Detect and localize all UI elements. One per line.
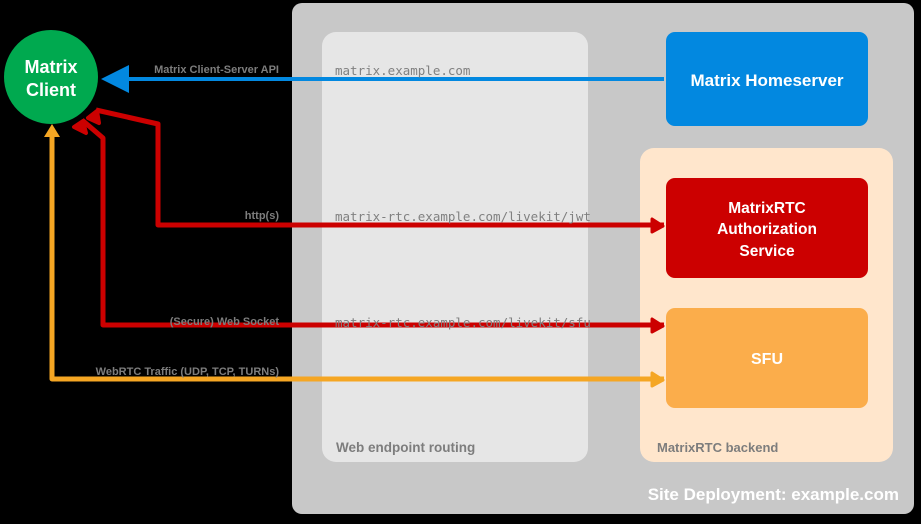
node-label-matrix-client-line2: Client [26, 80, 76, 100]
node-label-auth-service-line1: MatrixRTC [728, 200, 806, 217]
node-sfu[interactable] [666, 308, 868, 408]
site-deployment-label: Site Deployment: example.com [648, 485, 899, 504]
node-label-auth-service-line2: Authorization [717, 221, 817, 238]
edge-secure-web-socket[interactable] [72, 118, 665, 334]
node-matrix-homeserver[interactable] [666, 32, 868, 126]
panel-web-endpoint-routing [322, 32, 588, 462]
edge-https-jwt[interactable] [86, 107, 665, 234]
node-label-auth-service-line3: Service [739, 243, 795, 260]
url-label-matrix-example-com: matrix.example.com [335, 63, 470, 78]
edge-label-webrtc-traffic: WebRTC Traffic (UDP, TCP, TURNs) [96, 366, 280, 378]
node-label-sfu: SFU [751, 351, 783, 368]
edge-webrtc-traffic[interactable] [44, 124, 665, 388]
node-matrixrtc-authorization-service[interactable] [666, 178, 868, 278]
edge-label-secure-web-socket: (Secure) Web Socket [170, 316, 280, 328]
panel-label-web-endpoint-routing: Web endpoint routing [336, 440, 475, 455]
node-label-matrix-homeserver: Matrix Homeserver [690, 71, 843, 90]
node-label-matrix-client-line1: Matrix [24, 57, 77, 77]
node-matrix-client[interactable] [4, 30, 98, 124]
edge-label-matrix-client-server-api: Matrix Client-Server API [154, 64, 279, 76]
panel-label-matrixrtc-backend: MatrixRTC backend [657, 440, 778, 455]
url-label-livekit-jwt: matrix-rtc.example.com/livekit/jwt [335, 209, 591, 224]
edge-label-https-jwt: http(s) [245, 210, 280, 222]
url-label-livekit-sfu: matrix-rtc.example.com/livekit/sfu [335, 315, 591, 330]
